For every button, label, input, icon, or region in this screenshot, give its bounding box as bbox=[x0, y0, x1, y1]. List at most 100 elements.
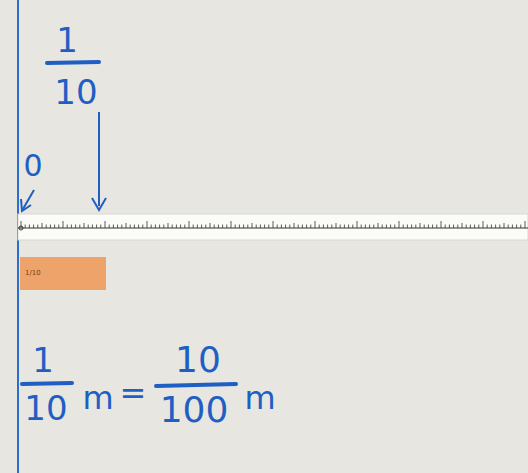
tick bbox=[487, 225, 488, 229]
tick bbox=[256, 225, 257, 229]
tick bbox=[323, 225, 324, 229]
tick bbox=[105, 221, 106, 228]
tick bbox=[268, 225, 269, 229]
tick bbox=[483, 221, 484, 228]
tick bbox=[462, 223, 463, 228]
tick bbox=[407, 225, 408, 229]
tick bbox=[239, 225, 240, 229]
tick bbox=[449, 225, 450, 229]
tick bbox=[508, 225, 509, 229]
tick bbox=[424, 225, 425, 229]
tick-marks bbox=[21, 221, 525, 228]
tick bbox=[210, 223, 211, 228]
number-label: 100 bbox=[160, 392, 229, 428]
tick bbox=[315, 221, 316, 228]
tick bbox=[386, 225, 387, 229]
pointer-arrow bbox=[98, 112, 100, 206]
tick bbox=[130, 225, 131, 229]
tick bbox=[344, 225, 345, 229]
tick bbox=[33, 225, 34, 229]
tick bbox=[310, 225, 311, 229]
tick bbox=[67, 225, 68, 229]
tick bbox=[478, 225, 479, 229]
tick bbox=[88, 225, 89, 229]
tick bbox=[42, 223, 43, 228]
tick bbox=[512, 225, 513, 229]
fraction-bar bbox=[47, 62, 99, 63]
tick bbox=[294, 223, 295, 228]
tick bbox=[428, 225, 429, 229]
tick bbox=[84, 223, 85, 228]
tick bbox=[289, 225, 290, 229]
tick bbox=[50, 225, 51, 229]
tick bbox=[243, 225, 244, 229]
tick bbox=[214, 225, 215, 229]
tick bbox=[411, 225, 412, 229]
arrow-head bbox=[92, 198, 106, 210]
tick bbox=[117, 225, 118, 229]
tick bbox=[302, 225, 303, 229]
tick bbox=[121, 225, 122, 229]
tick bbox=[457, 225, 458, 229]
tick bbox=[201, 225, 202, 229]
tick bbox=[432, 225, 433, 229]
tick bbox=[197, 225, 198, 229]
tick bbox=[193, 225, 194, 229]
tick bbox=[331, 225, 332, 229]
tick bbox=[436, 225, 437, 229]
tick bbox=[441, 221, 442, 228]
tick bbox=[96, 225, 97, 229]
number-label: 10 bbox=[54, 75, 97, 109]
equals-sign: = bbox=[120, 377, 147, 409]
tick bbox=[79, 225, 80, 229]
sticky-note: 1/10 bbox=[20, 257, 106, 290]
fraction-bar bbox=[156, 384, 236, 386]
tick bbox=[54, 225, 55, 229]
tick bbox=[260, 225, 261, 229]
arrow-head bbox=[21, 199, 31, 211]
tick bbox=[352, 225, 353, 229]
tick bbox=[285, 225, 286, 229]
tick bbox=[37, 225, 38, 229]
tick bbox=[25, 225, 26, 229]
tick bbox=[382, 225, 383, 229]
tick bbox=[470, 225, 471, 229]
tick bbox=[147, 221, 148, 228]
tick bbox=[172, 225, 173, 229]
tick bbox=[336, 223, 337, 228]
tick bbox=[92, 225, 93, 229]
tick bbox=[184, 225, 185, 229]
number-label: 10 bbox=[175, 342, 221, 378]
tick bbox=[109, 225, 110, 229]
tick bbox=[138, 225, 139, 229]
tick bbox=[155, 225, 156, 229]
note-text: 1/10 bbox=[20, 267, 46, 280]
tick bbox=[113, 225, 114, 229]
tick bbox=[520, 225, 521, 229]
tick bbox=[273, 221, 274, 228]
tick bbox=[277, 225, 278, 229]
fraction-bar bbox=[22, 383, 72, 384]
tick bbox=[100, 225, 101, 229]
paper-strip bbox=[18, 214, 528, 240]
unit-label: m bbox=[244, 382, 275, 414]
tick bbox=[453, 225, 454, 229]
tick bbox=[134, 225, 135, 229]
tick bbox=[361, 225, 362, 229]
tick bbox=[491, 225, 492, 229]
tick bbox=[365, 225, 366, 229]
tick bbox=[369, 225, 370, 229]
tick bbox=[58, 225, 59, 229]
tick bbox=[499, 225, 500, 229]
tick bbox=[247, 225, 248, 229]
tick bbox=[378, 223, 379, 228]
tick bbox=[21, 221, 22, 228]
tick bbox=[516, 225, 517, 229]
tick bbox=[420, 223, 421, 228]
tick bbox=[163, 225, 164, 229]
tick bbox=[222, 225, 223, 229]
tick bbox=[327, 225, 328, 229]
tick bbox=[340, 225, 341, 229]
tick bbox=[445, 225, 446, 229]
tick bbox=[75, 225, 76, 229]
